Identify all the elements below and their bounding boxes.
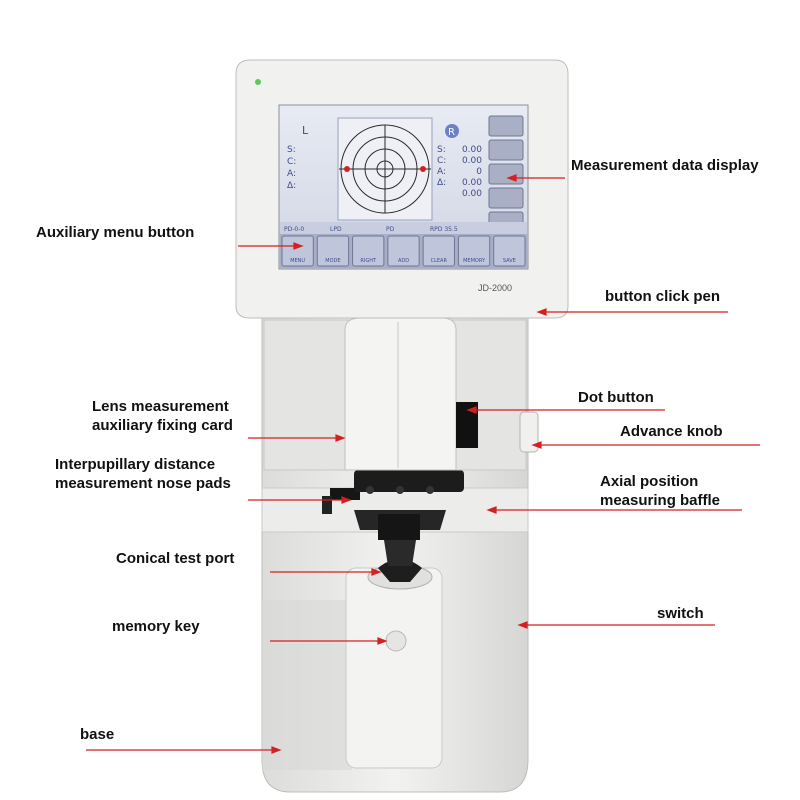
screen-toolbar-button-label: MEMORY	[463, 258, 486, 264]
screen-toolbar-button-label: RIGHT	[360, 258, 377, 264]
label-advance-knob: Advance knob	[620, 423, 723, 440]
status-bar-item: RPD 35.5	[430, 226, 458, 233]
label-nose-pads-line1: Interpupillary distance	[55, 456, 216, 473]
label-axial-line2: measuring baffle	[600, 492, 721, 509]
right-readout-value: 0.00	[462, 189, 482, 199]
status-bar-item: PD-0-0	[284, 226, 304, 233]
screen-toolbar-button[interactable]	[422, 235, 455, 267]
right-eye-indicator: R	[448, 127, 455, 138]
label-base: base	[80, 726, 115, 743]
left-readout-label: S:	[287, 145, 296, 155]
left-readout-label: Δ:	[287, 181, 296, 191]
right-readout-label: Δ:	[437, 178, 446, 188]
right-readout-value: 0	[476, 167, 482, 177]
lens-fixing-card	[344, 317, 457, 471]
left-eye-indicator: L	[302, 124, 309, 137]
label-dot-button: Dot button	[578, 389, 654, 406]
screen-side-buttons[interactable]	[488, 115, 524, 233]
screen-toolbar-button-label: CLEAR	[431, 258, 448, 264]
measurement-target	[339, 124, 431, 214]
screen-toolbar-button-label: MODE	[325, 258, 340, 264]
right-readout-value: 0.00	[462, 156, 482, 166]
right-readout-label: S:	[437, 145, 446, 155]
right-readout-value: 0.00	[462, 145, 482, 155]
label-aux-menu-button: Auxiliary menu button	[36, 224, 195, 241]
left-readout-label: C:	[287, 157, 296, 167]
label-nose-pads-line2: measurement nose pads	[55, 475, 231, 492]
front-panel	[345, 567, 443, 769]
left-readout-label: A:	[287, 169, 296, 179]
dot-button[interactable]	[456, 402, 478, 448]
label-conical-port: Conical test port	[116, 550, 235, 567]
advance-knob[interactable]	[519, 411, 539, 453]
status-bar-item: PD	[386, 226, 395, 233]
screen-toolbar-button[interactable]	[457, 235, 491, 267]
label-lens-card-line2: auxiliary fixing card	[92, 417, 233, 434]
screen-toolbar-button-label: ADD	[398, 258, 409, 264]
label-switch: switch	[657, 605, 704, 622]
nose-pads	[330, 488, 360, 500]
model-label: JD-2000	[478, 283, 513, 293]
label-memory-key: memory key	[112, 618, 200, 635]
label-measurement-display: Measurement data display	[571, 157, 759, 174]
screen-toolbar-button-label: SAVE	[503, 258, 516, 264]
annotation-arrows	[86, 174, 760, 754]
screen-toolbar-button-label: MENU	[290, 258, 305, 264]
screen-toolbar-button[interactable]	[281, 235, 314, 267]
power-led	[255, 79, 261, 85]
right-readout-label: C:	[437, 156, 446, 166]
screen-toolbar-button[interactable]	[352, 235, 385, 267]
label-button-click-pen: button click pen	[605, 288, 721, 305]
screen-toolbar-button[interactable]	[387, 235, 420, 267]
screen-toolbar-button[interactable]	[493, 235, 526, 267]
right-readout-value: 0.00	[462, 178, 482, 188]
label-axial-line1: Axial position	[600, 473, 699, 490]
screen-toolbar-button[interactable]	[316, 235, 350, 267]
label-lens-card-line1: Lens measurement	[92, 398, 229, 415]
status-bar-item: LPD	[330, 226, 342, 233]
right-readout-label: A:	[437, 167, 446, 177]
memory-key-button[interactable]	[385, 630, 407, 652]
